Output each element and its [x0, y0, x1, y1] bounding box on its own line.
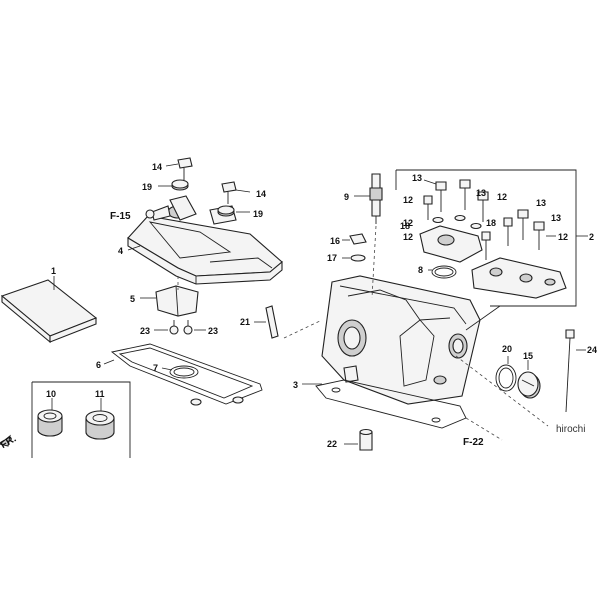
- callout-24: 24: [587, 345, 597, 355]
- callout-4: 4: [118, 246, 123, 256]
- part-10-seal: [37, 398, 63, 437]
- callout-11: 11: [95, 389, 105, 399]
- parts-box-10-11: [31, 381, 131, 458]
- callout-19b: 19: [253, 209, 263, 219]
- callout-1: 1: [51, 266, 56, 276]
- front-marker: FR.: [0, 433, 18, 451]
- callout-13a: 13: [412, 173, 422, 183]
- callout-12b: 12: [497, 192, 507, 202]
- callout-16: 16: [330, 236, 340, 246]
- part-5-bracket: [140, 276, 199, 317]
- callout-15: 15: [523, 351, 533, 361]
- callout-3: 3: [293, 380, 298, 390]
- callout-18a: 18: [400, 221, 410, 231]
- part-19-grommet-left: [158, 179, 189, 191]
- reference-f22: F-22: [463, 437, 484, 448]
- callout-7: 7: [153, 363, 158, 373]
- front-direction-arrow: [0, 434, 11, 447]
- part-11-seal: [85, 398, 115, 440]
- part-9-spark-plug: [354, 173, 383, 224]
- part-14-bolt-right: [221, 181, 251, 204]
- callout-13d: 13: [551, 213, 561, 223]
- part-13-bolts: [423, 179, 545, 250]
- part-12-bolts: [423, 195, 556, 260]
- callout-5: 5: [130, 294, 135, 304]
- part-6-cover-gasket: [103, 343, 263, 406]
- callout-13c: 13: [536, 198, 546, 208]
- part-7-plug-seal: [161, 365, 199, 379]
- callout-13b: 13: [476, 188, 486, 198]
- watermark: hirochi: [556, 424, 585, 435]
- part-1-gasket-sheet: [0, 276, 98, 344]
- part-18-washers: [432, 214, 482, 230]
- callout-19a: 19: [142, 182, 152, 192]
- callout-6: 6: [96, 360, 101, 370]
- callout-20: 20: [502, 344, 512, 354]
- part-20-o-ring: [495, 356, 517, 392]
- alignment-lines: [283, 225, 549, 441]
- callout-12e: 12: [403, 232, 413, 242]
- part-24-long-bolt: [565, 329, 586, 413]
- part-19-grommet-right: [217, 205, 250, 217]
- part-23-bolt-right: [183, 320, 206, 335]
- callout-23b: 23: [208, 326, 218, 336]
- callout-12c: 12: [403, 218, 413, 228]
- reference-f15: F-15: [110, 211, 131, 222]
- callout-14a: 14: [152, 162, 162, 172]
- callout-2: 2: [589, 232, 594, 242]
- callout-9: 9: [344, 192, 349, 202]
- part-14-bolt-left: [165, 157, 193, 180]
- callout-23a: 23: [140, 326, 150, 336]
- part-16-nut: [342, 233, 367, 245]
- callout-12a: 12: [403, 195, 413, 205]
- part-17-washer: [342, 254, 366, 262]
- callout-14b: 14: [256, 189, 266, 199]
- part-15-cap: [517, 360, 541, 399]
- callout-12d: 12: [558, 232, 568, 242]
- part-22-dowel-pin: [344, 428, 373, 451]
- callout-18b: 18: [486, 218, 496, 228]
- part-21-stud-bolt: [254, 305, 279, 339]
- callout-22: 22: [327, 439, 337, 449]
- part-23-bolt-left: [154, 320, 179, 335]
- callout-21: 21: [240, 317, 250, 327]
- callout-8: 8: [418, 265, 423, 275]
- rocker-holder-left: [419, 225, 483, 263]
- part-3-cylinder-head: [302, 275, 481, 405]
- callout-17: 17: [327, 253, 337, 263]
- part-8-o-ring: [428, 265, 457, 279]
- callout-10: 10: [46, 389, 56, 399]
- rocker-holder-right: [471, 257, 567, 299]
- rocker-group-box: [395, 169, 588, 331]
